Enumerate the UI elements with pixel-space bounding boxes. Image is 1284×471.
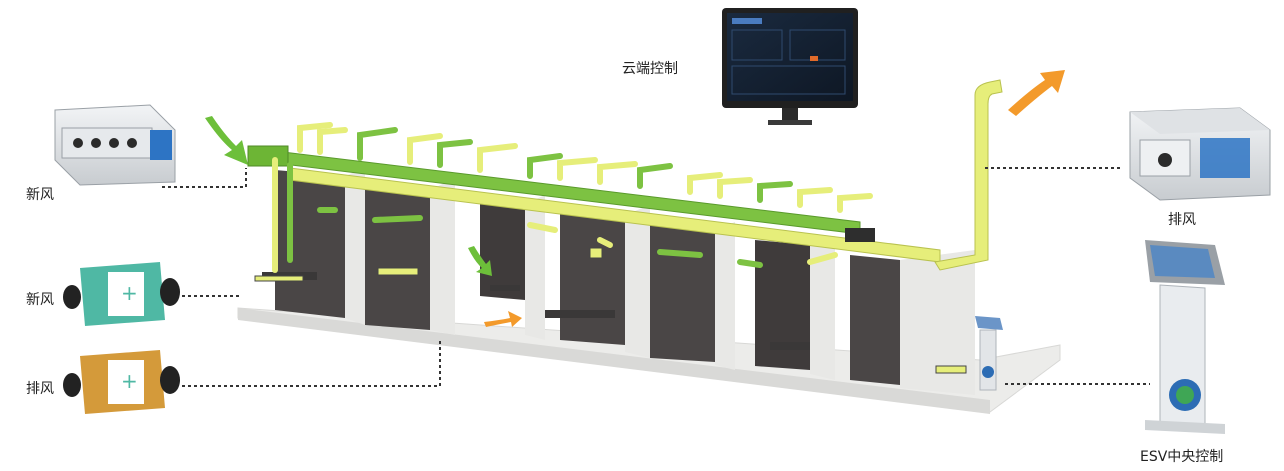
exhaust-left-label: 排风 (26, 381, 54, 397)
exhaust-ahu-icon (1129, 107, 1271, 201)
exhaust-out-arrow (1008, 70, 1065, 116)
exhaust-right-label: 排风 (1168, 212, 1196, 228)
room-exhaust-arrow (484, 311, 522, 327)
kiosk-icon (1145, 240, 1225, 434)
fresh-air-ahu-icon (54, 104, 176, 186)
monitor-icon (722, 8, 858, 125)
fresh-air-erv-icon: + (63, 262, 180, 326)
exhaust-riser-duct (934, 79, 1003, 271)
fresh-air-top-label: 新风 (26, 187, 54, 203)
branch-ducts (272, 122, 873, 273)
connector-lines (162, 167, 1150, 387)
svg-text:+: + (121, 369, 138, 393)
exhaust-erv-icon: + (63, 350, 180, 414)
cloud-control-label: 云端控制 (622, 61, 678, 77)
fresh-air-intake-arrow (205, 116, 248, 165)
room-supply-arrow (468, 246, 492, 276)
small-kiosk-icon (975, 316, 1003, 391)
fresh-air-left-label: 新风 (26, 292, 54, 308)
svg-text:+: + (121, 281, 138, 305)
grilles (254, 247, 967, 374)
esv-control-label: ESV中央控制 (1140, 449, 1224, 465)
